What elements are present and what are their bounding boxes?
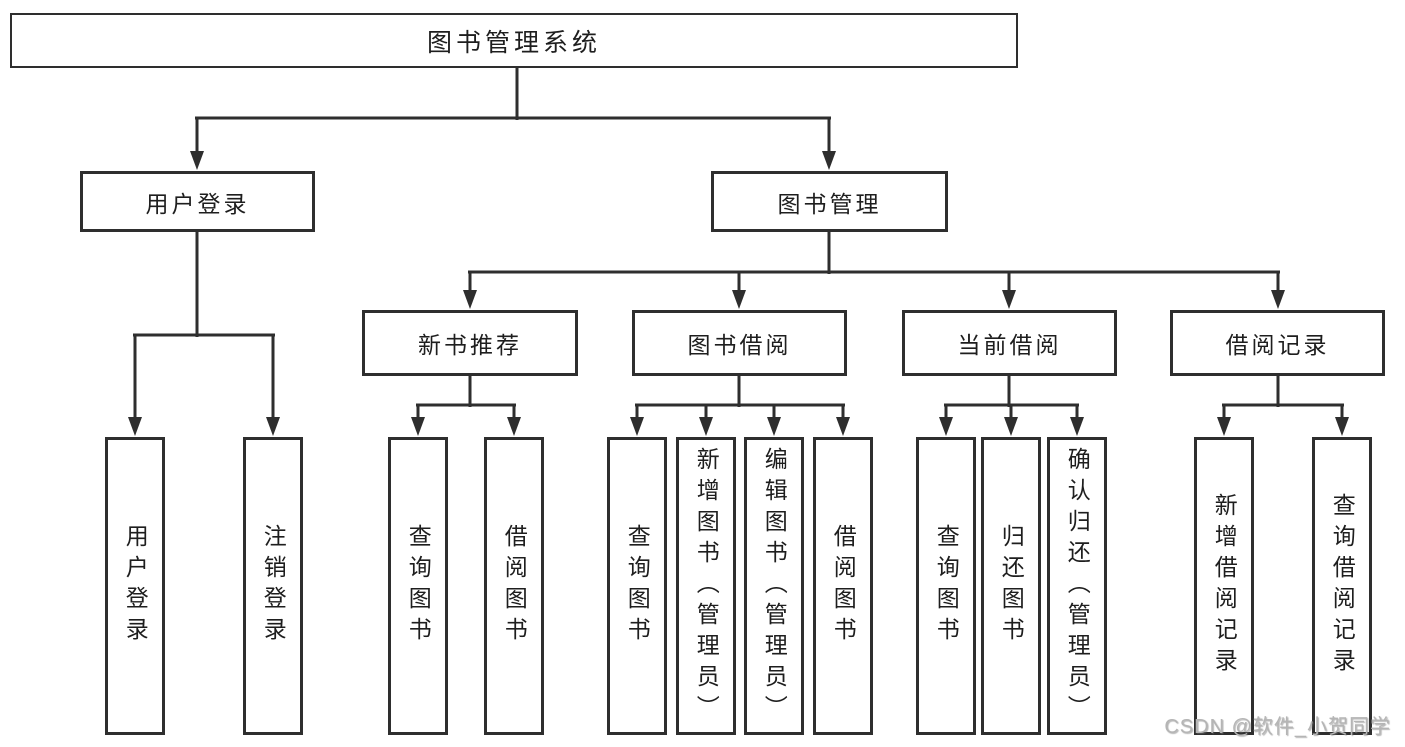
leaf-add-book-admin: 新增图书（管理员） bbox=[676, 437, 736, 735]
leaf-label: 确认归还（管理员） bbox=[1064, 446, 1091, 726]
node-current-borrow: 当前借阅 bbox=[902, 310, 1117, 376]
leaf-label: 查询图书 bbox=[624, 524, 651, 648]
leaf-add-borrow-record: 新增借阅记录 bbox=[1194, 437, 1254, 735]
node-borrow-records: 借阅记录 bbox=[1170, 310, 1385, 376]
connector-recommend-to-leaves bbox=[411, 376, 521, 436]
connector-records-to-leaves bbox=[1217, 376, 1349, 436]
leaf-borrow-books-recommend: 借阅图书 bbox=[484, 437, 544, 735]
leaf-logout: 注销登录 bbox=[243, 437, 303, 735]
leaf-label: 新增借阅记录 bbox=[1211, 493, 1238, 679]
leaf-label: 查询图书 bbox=[405, 524, 432, 648]
leaf-borrow-books: 借阅图书 bbox=[813, 437, 873, 735]
connector-borrow-to-leaves bbox=[630, 376, 850, 436]
leaf-label: 归还图书 bbox=[998, 524, 1025, 648]
leaf-label: 新增图书（管理员） bbox=[693, 446, 720, 726]
leaf-label: 借阅图书 bbox=[501, 524, 528, 648]
leaf-return-book: 归还图书 bbox=[981, 437, 1041, 735]
connector-current-to-leaves bbox=[939, 376, 1084, 436]
leaf-label: 查询图书 bbox=[933, 524, 960, 648]
connector-root-to-level2 bbox=[190, 67, 836, 170]
node-book-management: 图书管理 bbox=[711, 171, 948, 232]
leaf-confirm-return-admin: 确认归还（管理员） bbox=[1047, 437, 1107, 735]
node-book-borrow: 图书借阅 bbox=[632, 310, 847, 376]
connector-mgmt-to-level3 bbox=[463, 232, 1285, 309]
leaf-user-login: 用户登录 bbox=[105, 437, 165, 735]
leaf-label: 编辑图书（管理员） bbox=[761, 446, 788, 726]
leaf-edit-book-admin: 编辑图书（管理员） bbox=[744, 437, 804, 735]
connector-login-to-leaves bbox=[128, 232, 280, 436]
leaf-label: 查询借阅记录 bbox=[1329, 493, 1356, 679]
node-root: 图书管理系统 bbox=[10, 13, 1018, 68]
leaf-query-books-borrow: 查询图书 bbox=[607, 437, 667, 735]
leaf-label: 用户登录 bbox=[122, 524, 149, 648]
node-new-book-recommend: 新书推荐 bbox=[362, 310, 578, 376]
leaf-query-borrow-record: 查询借阅记录 bbox=[1312, 437, 1372, 735]
leaf-label: 借阅图书 bbox=[830, 524, 857, 648]
leaf-query-books-recommend: 查询图书 bbox=[388, 437, 448, 735]
leaf-query-books-current: 查询图书 bbox=[916, 437, 976, 735]
watermark: CSDN @软件_小贺同学 bbox=[1164, 716, 1391, 738]
leaf-label: 注销登录 bbox=[260, 524, 287, 648]
node-user-login: 用户登录 bbox=[80, 171, 315, 232]
